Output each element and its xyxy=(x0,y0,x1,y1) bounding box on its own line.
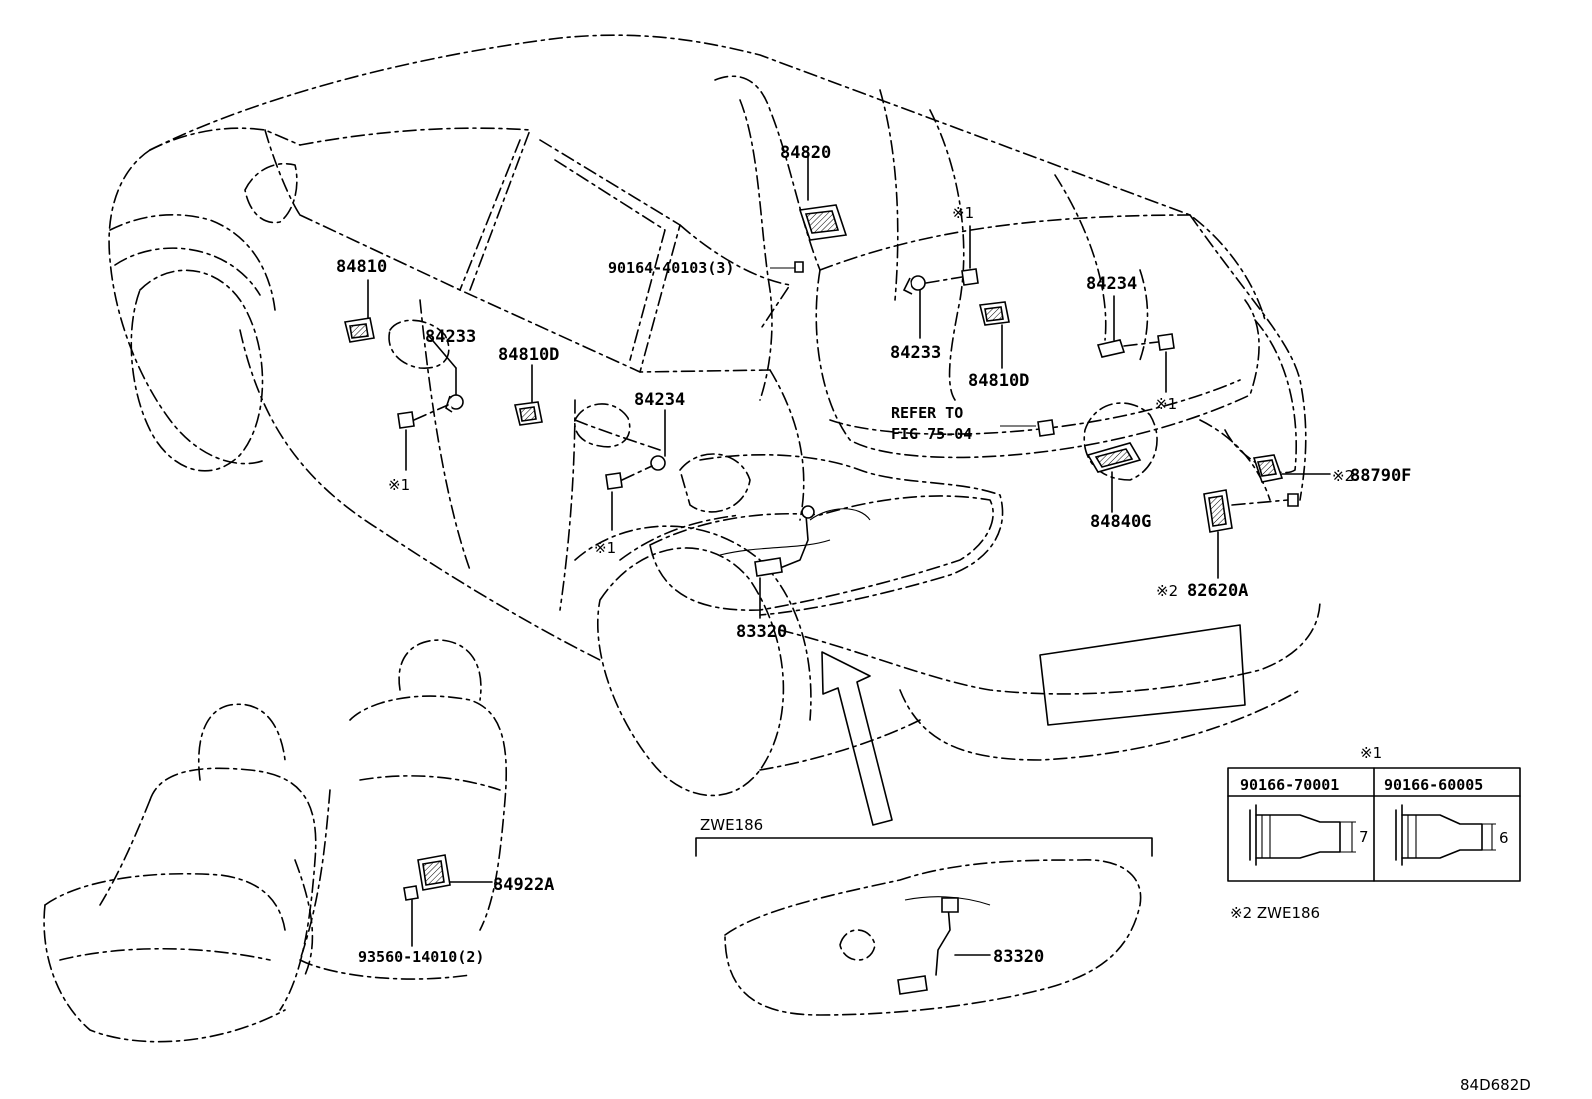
power-window-master-switch xyxy=(798,151,848,241)
fuel-tank-detail xyxy=(695,837,1153,1016)
label-84234-mid: 84234 xyxy=(634,390,685,410)
fuel-tank-in-vehicle xyxy=(649,495,994,611)
label-90164-40103: 90164-40103(3) xyxy=(608,259,734,277)
door-courtesy-switch-mid xyxy=(605,409,666,531)
label-84810: 84810 xyxy=(336,257,387,277)
label-84810d-right: 84810D xyxy=(968,371,1029,391)
door-courtesy-switch-left xyxy=(427,334,464,413)
note-table-col1: 90166-70001 xyxy=(1240,776,1339,794)
note-table-dim2: 6 xyxy=(1499,829,1509,847)
label-84233-left: 84233 xyxy=(425,327,476,347)
label-84840g: 84840G xyxy=(1090,512,1151,532)
door-courtesy-switch-right-rear xyxy=(1096,295,1175,393)
label-zwe186: ZWE186 xyxy=(700,816,763,834)
screw-left-note1 xyxy=(397,404,449,471)
rear-door-switch-left xyxy=(514,364,543,426)
label-84233-right: 84233 xyxy=(890,343,941,363)
direction-arrow xyxy=(821,651,893,826)
note1-mark-right: ※1 xyxy=(1155,395,1177,413)
relay-block-82620a xyxy=(1203,489,1299,579)
screw-90164 xyxy=(770,261,804,273)
label-88790f: 88790F xyxy=(1350,466,1411,486)
note1-mark-mid: ※1 xyxy=(594,539,616,557)
label-93560-14010: 93560-14010(2) xyxy=(358,948,484,966)
screw-refer-fig xyxy=(1000,419,1055,437)
rear-door-switch-right xyxy=(979,301,1010,369)
front-door-switch-left xyxy=(344,279,375,343)
label-84810d-left: 84810D xyxy=(498,345,559,365)
note1-mark-top: ※1 xyxy=(952,204,974,222)
label-83320-tank: 83320 xyxy=(993,947,1044,967)
part-88790f xyxy=(1252,454,1331,483)
note-table-title: ※1 xyxy=(1360,744,1382,762)
vehicle-body-outline xyxy=(108,34,1321,797)
seat-heater-switch xyxy=(403,854,493,947)
part-labels: 84820 90164-40103(3) 84810 84233 84810D … xyxy=(336,143,1531,1094)
note-table-dim1: 7 xyxy=(1359,828,1369,846)
label-83320-vehicle: 83320 xyxy=(736,622,787,642)
front-seats xyxy=(43,639,508,1043)
label-84234-right: 84234 xyxy=(1086,274,1137,294)
note2-mark-88790f: ※2 xyxy=(1332,467,1354,485)
note-table xyxy=(1227,767,1521,882)
note1-mark-left: ※1 xyxy=(388,476,410,494)
label-refer-to: REFER TO xyxy=(891,404,963,422)
label-82620a: 82620A xyxy=(1187,581,1248,601)
note-table-col2: 90166-60005 xyxy=(1384,776,1483,794)
back-door-opener-switch xyxy=(1086,442,1142,513)
note2-mark-82620a: ※2 xyxy=(1156,582,1178,600)
door-courtesy-switch-right xyxy=(902,225,979,339)
figure-id: 84D682D xyxy=(1460,1076,1531,1094)
label-fig-75-04: FIG 75-04 xyxy=(891,425,972,443)
label-84922a: 84922A xyxy=(493,875,554,895)
label-84820: 84820 xyxy=(780,143,831,163)
footnote-zwe186: ※2 ZWE186 xyxy=(1230,904,1320,922)
fuel-sender-in-vehicle xyxy=(754,505,815,619)
